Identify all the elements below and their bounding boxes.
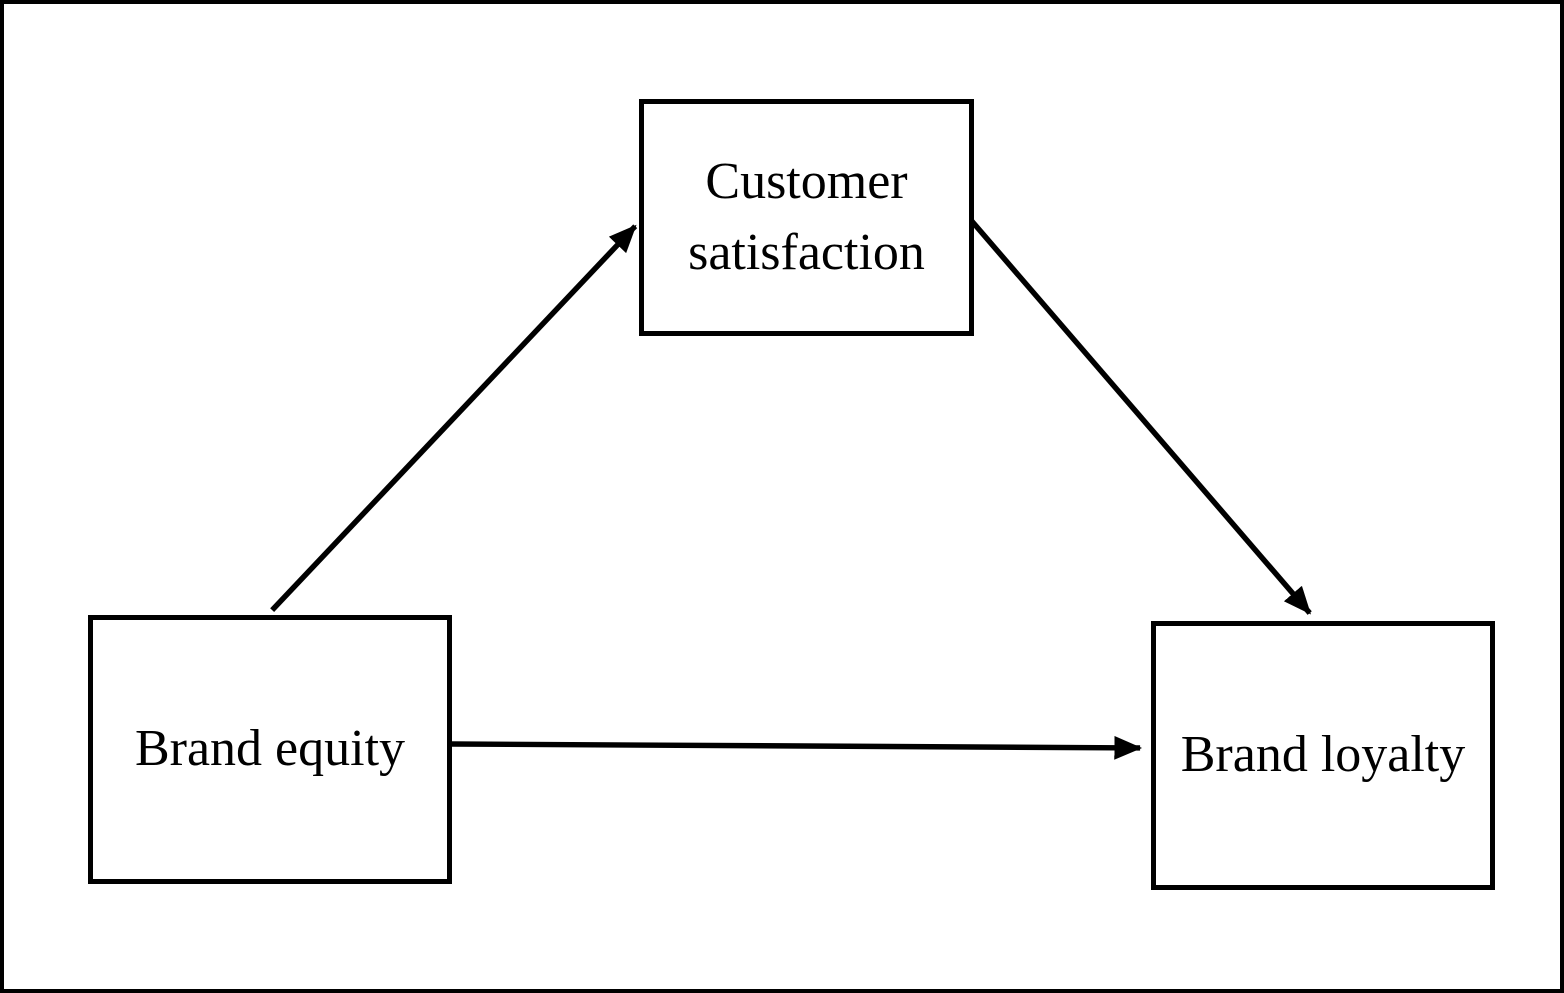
edge-customer-satisfaction-to-brand-loyalty (966, 215, 1312, 615)
edge-brand-equity-to-customer-satisfaction (270, 224, 638, 612)
node-brand-equity-label: Brand equity (134, 720, 406, 778)
edge-brand-equity-to-brand-loyalty (450, 735, 1143, 760)
node-brand-loyalty-label: Brand loyalty (1180, 726, 1466, 784)
node-brand-equity: Brand equity (88, 615, 452, 884)
node-customer-satisfaction: Customer satisfaction (639, 99, 974, 336)
node-brand-loyalty: Brand loyalty (1151, 621, 1495, 890)
edges-layer (270, 215, 1312, 760)
node-customer-satisfaction-label: Customer satisfaction (688, 153, 925, 281)
